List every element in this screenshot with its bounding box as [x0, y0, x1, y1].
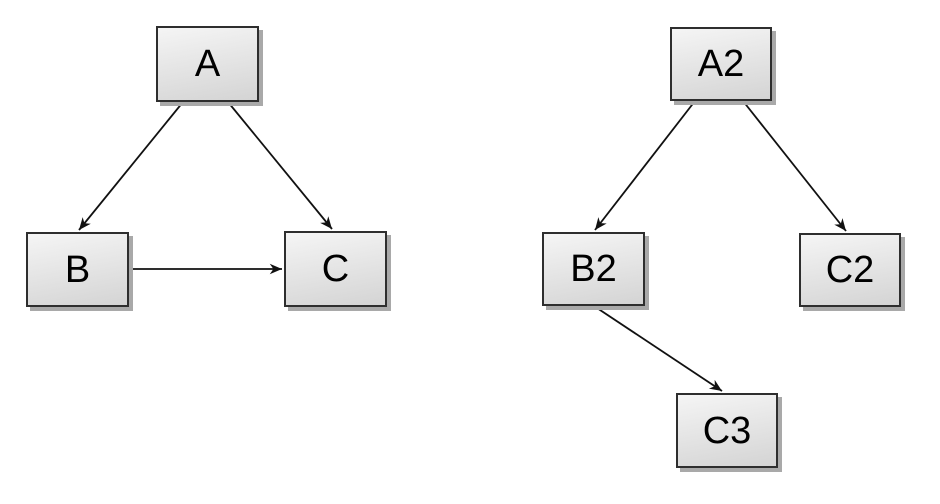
- edge-A-B[interactable]: [78, 101, 184, 231]
- edge-A-C[interactable]: [227, 101, 333, 230]
- node-label-A2: A2: [697, 43, 745, 85]
- node-label-B: B: [64, 248, 91, 291]
- node-label-A: A: [194, 43, 221, 85]
- node-B[interactable]: B: [26, 232, 129, 307]
- node-A2[interactable]: A2: [670, 27, 772, 101]
- edge-A2-B2[interactable]: [594, 100, 696, 231]
- node-C2[interactable]: C2: [799, 233, 901, 307]
- node-label-C3: C3: [702, 409, 752, 452]
- node-label-C2: C2: [825, 249, 875, 291]
- edge-A2-C2[interactable]: [742, 100, 847, 232]
- node-label-B2: B2: [570, 248, 617, 290]
- node-B2[interactable]: B2: [542, 232, 645, 306]
- node-label-C: C: [321, 248, 350, 290]
- node-A[interactable]: A: [156, 26, 259, 102]
- node-C[interactable]: C: [284, 231, 387, 307]
- node-C3[interactable]: C3: [676, 393, 778, 468]
- edge-B2-C3[interactable]: [593, 305, 723, 392]
